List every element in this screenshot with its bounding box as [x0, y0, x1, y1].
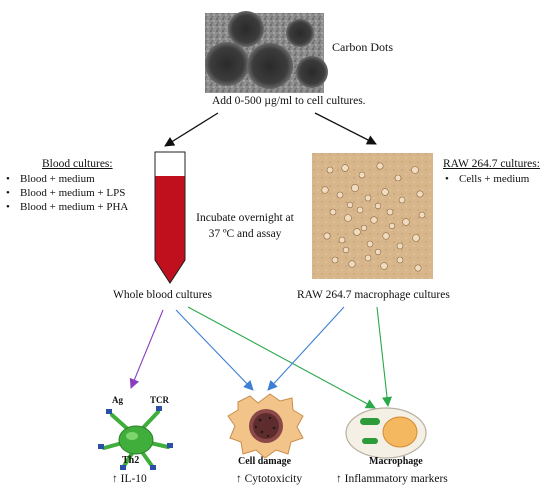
- ag-label: Ag: [112, 395, 123, 405]
- blood-cultures-panel: Blood cultures: Blood + medium Blood + m…: [4, 157, 128, 214]
- blood-tube-icon: [154, 151, 186, 284]
- carbon-dots-tem-image: [205, 11, 328, 93]
- arrow-raw-to-macrophage: [376, 306, 392, 407]
- incubate-line-1: Incubate overnight at: [196, 212, 294, 224]
- raw-conditions-list: Cells + medium: [443, 172, 540, 186]
- arrow-blood-to-damage: [175, 309, 254, 391]
- raw-cultures-panel: RAW 264.7 cultures: Cells + medium: [443, 157, 540, 186]
- raw-cultures-title: RAW 264.7 cultures:: [443, 158, 540, 170]
- cell-damage-label: Cell damage: [238, 456, 292, 467]
- raw-macrophage-label: RAW 264.7 macrophage cultures: [297, 289, 450, 301]
- blood-conditions-list: Blood + medium Blood + medium + LPS Bloo…: [4, 172, 128, 214]
- arrow-to-blood: [164, 112, 219, 147]
- incubate-note: Incubate overnight at 37 ºC and assay: [189, 211, 301, 242]
- add-dose-caption: Add 0-500 µg/ml to cell cultures.: [212, 95, 366, 107]
- arrow-blood-to-macrophage: [187, 306, 376, 409]
- blood-cultures-title: Blood cultures:: [42, 158, 113, 170]
- tcr-label: TCR: [150, 395, 170, 405]
- whole-blood-label: Whole blood cultures: [113, 289, 213, 301]
- th2-cell-icon: [98, 406, 173, 470]
- list-item: Blood + medium + LPS: [4, 186, 128, 200]
- il10-result: ↑ IL-10: [112, 473, 147, 485]
- carbon-dots-label: Carbon Dots: [332, 40, 393, 54]
- arrow-to-raw: [314, 112, 377, 145]
- arrow-blood-to-th2: [129, 309, 164, 389]
- incubate-line-2: 37 ºC and assay: [208, 228, 282, 241]
- list-item: Cells + medium: [443, 172, 540, 186]
- th2-label: Th2: [122, 455, 140, 466]
- inflammatory-result: ↑ Inflammatory markers: [336, 473, 448, 485]
- list-item: Blood + medium + PHA: [4, 200, 128, 214]
- cell-damage-icon: [227, 393, 304, 459]
- cytotoxicity-result: ↑ Cytotoxicity: [236, 473, 303, 485]
- raw-cells-micrograph: [312, 153, 433, 279]
- macrophage-icon: [345, 407, 427, 459]
- list-item: Blood + medium: [4, 172, 128, 186]
- arrow-raw-to-damage: [267, 306, 345, 391]
- macrophage-label: Macrophage: [369, 456, 423, 467]
